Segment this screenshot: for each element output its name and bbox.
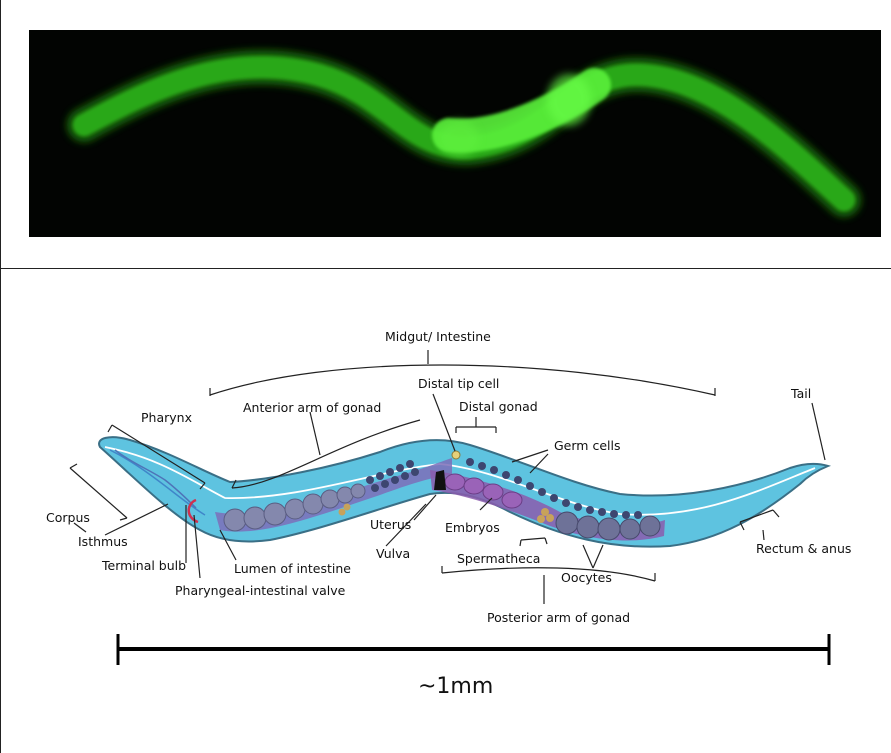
label-rectum-anus: Rectum & anus bbox=[756, 541, 851, 556]
label-corpus: Corpus bbox=[46, 510, 90, 525]
label-tail: Tail bbox=[790, 386, 811, 401]
label-anterior-arm: Anterior arm of gonad bbox=[243, 400, 381, 415]
label-distal-gonad: Distal gonad bbox=[459, 399, 538, 414]
label-spermatheca: Spermatheca bbox=[457, 551, 540, 566]
label-distal-tip-cell: Distal tip cell bbox=[418, 376, 499, 391]
label-midgut: Midgut/ Intestine bbox=[385, 329, 491, 344]
label-posterior-arm: Posterior arm of gonad bbox=[487, 610, 630, 625]
label-pharynx: Pharynx bbox=[141, 410, 192, 425]
label-lumen: Lumen of intestine bbox=[234, 561, 351, 576]
distal-tip-cell bbox=[452, 451, 460, 459]
scale-bar-label: ~1mm bbox=[418, 674, 493, 699]
label-uterus: Uterus bbox=[370, 517, 411, 532]
label-embryos: Embryos bbox=[445, 520, 500, 535]
label-germ-cells: Germ cells bbox=[554, 438, 620, 453]
label-vulva: Vulva bbox=[376, 546, 410, 561]
label-terminal-bulb: Terminal bulb bbox=[101, 558, 186, 573]
scale-bar: ~1mm bbox=[118, 634, 829, 699]
label-pharyngeal-intestinal-valve: Pharyngeal-intestinal valve bbox=[175, 583, 346, 598]
label-oocytes: Oocytes bbox=[561, 570, 612, 585]
label-isthmus: Isthmus bbox=[78, 534, 128, 549]
